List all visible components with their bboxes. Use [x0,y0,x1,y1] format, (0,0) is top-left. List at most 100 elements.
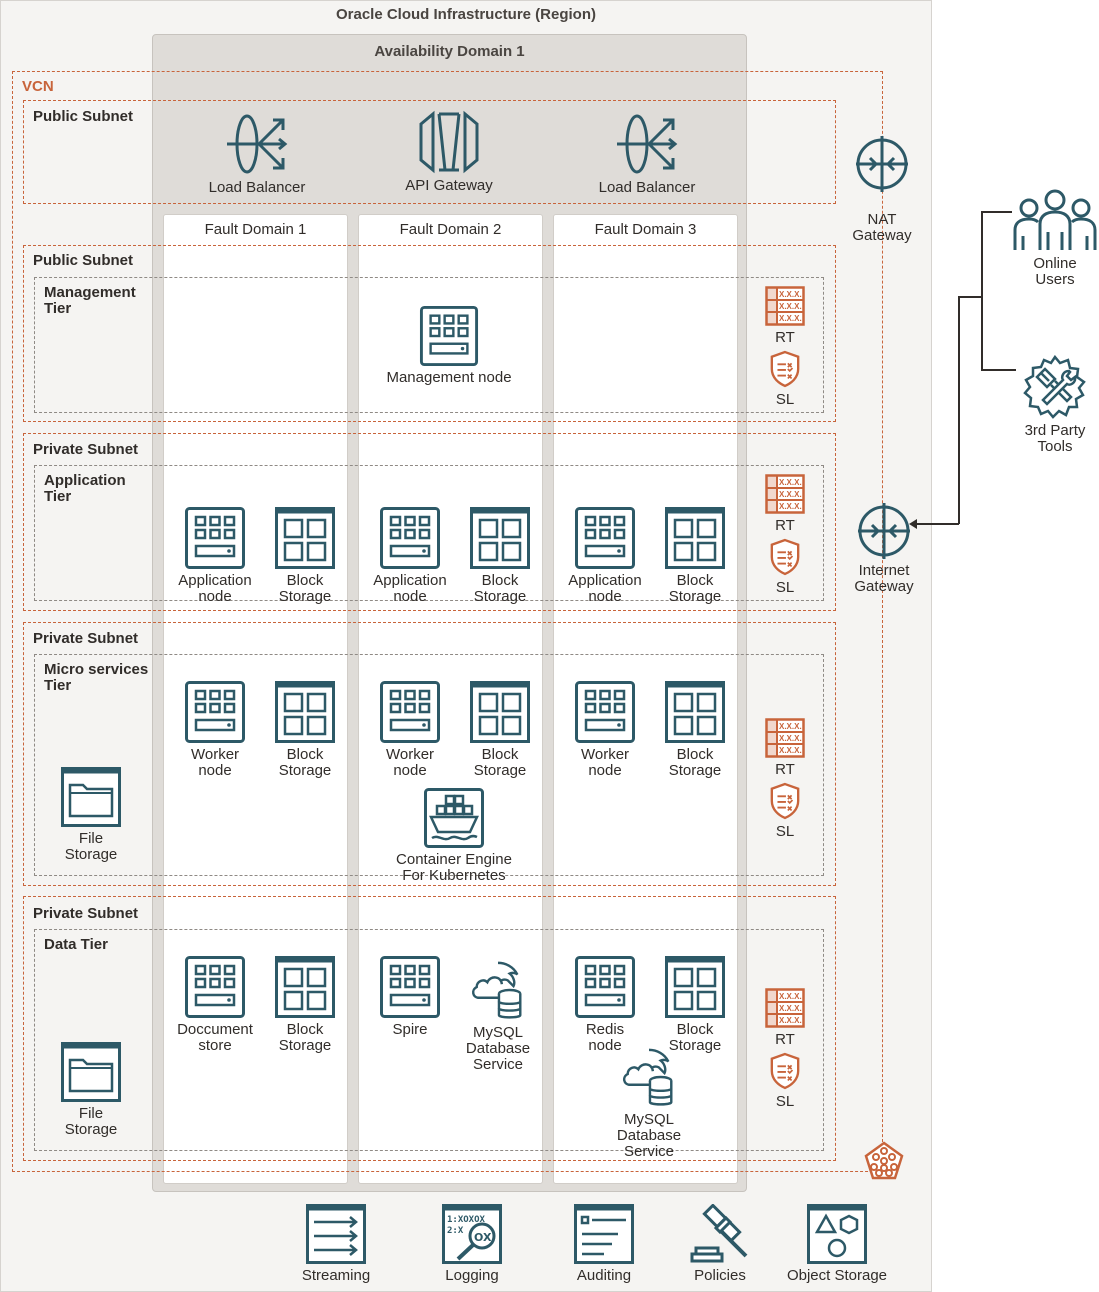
compute-icon [574,507,636,569]
block-storage-ms-3-label: Block Storage [668,746,722,779]
block-storage-icon [664,956,726,1018]
route-table-label: RT [775,517,795,534]
nat-gateway-label: NAT Gateway [852,211,912,244]
security-list-icon [769,1052,801,1090]
connector-to-igw [915,523,959,525]
block-storage-data-1: Block Storage [260,940,350,1054]
load-balancer-2-label: Load Balancer [598,179,696,196]
block-storage-icon [664,681,726,743]
logging-icon-line-1: 1:XOXOX [447,1215,486,1225]
object-storage-label: Object Storage [786,1267,888,1284]
route-table-cell-text: X.X.X. [779,1004,802,1013]
block-storage-icon [469,681,531,743]
spire-label: Spire [392,1021,428,1038]
management-tier [34,277,824,413]
worker-node-3: Worker node [560,665,650,779]
redis-node: Redis node [560,940,650,1054]
block-storage-app-3: Block Storage [650,491,740,605]
private-subnet-microservices-label: Private Subnet [33,630,139,647]
connector-down [958,296,960,524]
policies-label: Policies [694,1267,746,1284]
fault-domain-3-title: Fault Domain 3 [594,221,697,238]
logging-label: Logging [445,1267,499,1284]
private-subnet-data-label: Private Subnet [33,905,139,922]
api-gateway-icon [417,110,481,174]
route-table-cell-text: X.X.X. [779,502,802,511]
private-subnet-application-label: Private Subnet [33,441,139,458]
streaming-service: Streaming [292,1204,380,1284]
route-table-cell-text: X.X.X. [779,478,802,487]
security-list-icon [769,350,801,388]
block-storage-app-1: Block Storage [260,491,350,605]
management-node: Management node [369,306,529,386]
spire-node: Spire [365,940,455,1038]
mysql-icon [468,959,528,1021]
compute-icon [184,507,246,569]
redis-node-label: Redis node [585,1021,625,1054]
security-list-label: SL [775,391,795,408]
public-subnet-lb-label: Public Subnet [33,108,134,125]
block-storage-app-1-label: Block Storage [278,572,332,605]
region-title: Oracle Cloud Infrastructure (Region) [335,6,597,23]
security-list-management: SL [761,350,809,408]
file-storage-ms: File Storage [46,751,136,863]
connector-vertical [981,211,983,370]
route-table-label: RT [775,329,795,346]
block-storage-app-2: Block Storage [455,491,545,605]
internet-gateway-label: Internet Gateway [854,562,914,595]
online-users-label: Online Users [1033,255,1077,288]
route-table-microservices: X.X.X.X.X.X.X.X.X.RT [761,718,809,778]
load-balancer-icon [225,112,289,176]
connector-tools [981,369,1016,371]
object-storage-service: Object Storage [777,1204,897,1284]
load-balancer-1-label: Load Balancer [208,179,306,196]
route-table-icon: X.X.X.X.X.X.X.X.X. [765,286,805,326]
route-table-icon: X.X.X.X.X.X.X.X.X. [765,718,805,758]
object-storage-icon [807,1204,867,1264]
compute-icon [184,956,246,1018]
application-tier-label: Application Tier [44,472,126,505]
route-table-icon: X.X.X. X.X.X. X.X.X. [765,988,805,1028]
microservices-tier [34,654,824,876]
block-storage-icon [274,956,336,1018]
security-list-microservices: SL [761,782,809,840]
mysql-2-label: MySQL Database Service [616,1111,682,1160]
private-subnet-application [23,433,836,611]
load-balancer-1: Load Balancer [197,112,317,196]
nat-gateway: NAT Gateway [842,120,922,244]
tools-icon [1023,355,1087,419]
route-table-cell-text: X.X.X. [779,992,802,1001]
block-storage-data-3-label: Block Storage [668,1021,722,1054]
data-tier-label: Data Tier [44,936,108,953]
public-subnet-lb [23,100,836,204]
route-table-cell-text: X.X.X. [779,1016,802,1025]
block-storage-icon [274,507,336,569]
block-storage-ms-1: Block Storage [260,665,350,779]
api-gateway: API Gateway [389,110,509,194]
route-table-data: X.X.X.X.X.X.X.X.X.RT [761,988,809,1048]
application-node-1-label: Application node [178,572,252,605]
block-storage-ms-3: Block Storage [650,665,740,779]
logging-service: 1:XOXOX 2:X OX Logging [428,1204,516,1284]
auditing-label: Auditing [576,1267,632,1284]
route-table-cell-text: X.X.X. [779,722,802,731]
mysql-icon [619,1046,679,1108]
file-storage-ms-label: File Storage [64,830,118,863]
block-storage-ms-2: Block Storage [455,665,545,779]
application-node-1: Application node [170,491,260,605]
hub-icon [862,1140,906,1184]
security-list-label: SL [775,823,795,840]
logging-icon-line-2: 2:X [447,1226,464,1236]
vcn-boundary [12,71,883,1172]
worker-node-1-label: Worker node [190,746,240,779]
document-store-node: Doccument store [170,940,260,1054]
mysql-1-label: MySQL Database Service [465,1024,531,1073]
third-party-tools: 3rd Party Tools [1010,339,1099,455]
file-storage-icon [61,767,121,827]
block-storage-data-1-label: Block Storage [278,1021,332,1054]
security-list-label: SL [775,579,795,596]
gateway-icon [854,136,910,192]
private-subnet-microservices [23,622,836,886]
vcn-label: VCN [22,78,54,95]
management-tier-label: Management Tier [44,284,136,317]
